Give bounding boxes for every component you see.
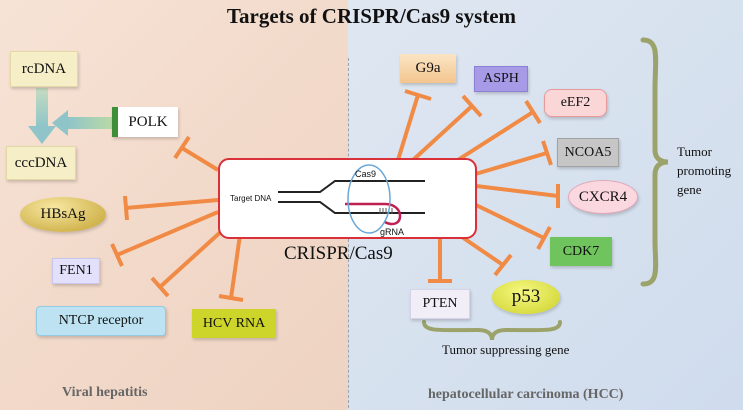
ncoa5-node: NCOA5 bbox=[557, 138, 619, 167]
polk-arrow bbox=[52, 110, 112, 136]
tumor-promoting-line-3: gene bbox=[677, 182, 702, 197]
cas9-label: Cas9 bbox=[355, 169, 377, 179]
diagram-title: Targets of CRISPR/Cas9 system bbox=[226, 4, 517, 28]
polk-node: POLK bbox=[112, 107, 178, 137]
tumor-promoting-label: Tumor promoting gene bbox=[677, 142, 731, 199]
viral-hepatitis-footer: Viral hepatitis bbox=[62, 385, 148, 400]
fen1-node: FEN1 bbox=[52, 258, 100, 284]
rcdna-node: rcDNA bbox=[10, 51, 78, 87]
grna-label: gRNA bbox=[380, 227, 405, 237]
hcc-footer: hepatocellular carcinoma (HCC) bbox=[428, 387, 624, 402]
cxcr4-node: CXCR4 bbox=[568, 180, 638, 214]
cdk7-node: CDK7 bbox=[550, 237, 612, 266]
target-dna-label: Target DNA bbox=[230, 194, 272, 203]
tumor-promoting-brace bbox=[640, 37, 669, 287]
asph-node: ASPH bbox=[474, 66, 528, 92]
ntcp-receptor-node: NTCP receptor bbox=[36, 306, 166, 336]
left-inhibition-lines bbox=[110, 135, 244, 302]
pten-node: PTEN bbox=[410, 289, 470, 319]
cas9-ellipse bbox=[347, 164, 391, 234]
tumor-promoting-line-1: Tumor bbox=[677, 144, 712, 159]
crispr-cas9-label: CRISPR/Cas9 bbox=[284, 243, 393, 264]
eef2-node: eEF2 bbox=[544, 89, 607, 117]
grna-ticks bbox=[379, 208, 393, 214]
tumor-promoting-line-2: promoting bbox=[677, 163, 732, 178]
tumor-suppressing-label: Tumor suppressing gene bbox=[442, 342, 570, 357]
p53-node: p53 bbox=[492, 280, 560, 314]
tumor-suppressing-brace bbox=[422, 320, 562, 341]
right-inhibition-lines bbox=[396, 89, 560, 283]
hbsag-node: HBsAg bbox=[20, 197, 106, 232]
rcdna-to-cccdna-arrow bbox=[28, 88, 56, 144]
cccdna-node: cccDNA bbox=[6, 146, 76, 180]
g9a-node: G9a bbox=[400, 54, 456, 83]
hcv-rna-node: HCV RNA bbox=[192, 309, 276, 338]
